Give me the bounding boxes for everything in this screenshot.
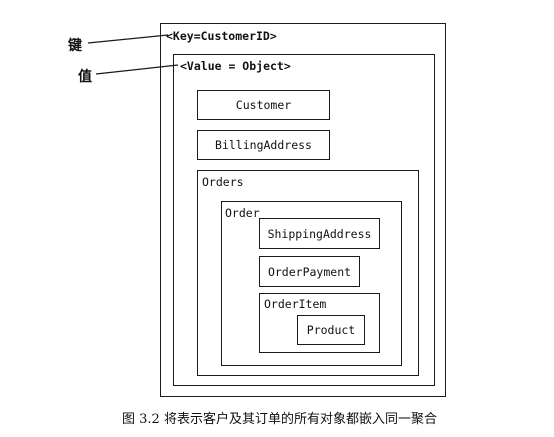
order-payment-label: OrderPayment [267,265,352,279]
orders-label: Orders [202,175,244,189]
figure-caption: 图 3.2 将表示客户及其订单的所有对象都嵌入同一聚合 [122,412,437,427]
key-pointer-line [87,34,169,44]
value-frame [173,54,435,386]
order-payment-box: OrderPayment [259,256,360,287]
value-header: <Value = Object> [180,59,291,73]
order-item-box [259,293,380,353]
product-label: Product [306,323,356,337]
aggregate-frame [160,23,446,397]
billing-address-label: BillingAddress [215,138,312,152]
key-header: <Key=CustomerID> [166,29,277,43]
value-pointer-line [95,64,179,75]
customer-box: Customer [197,90,330,120]
order-label: Order [225,206,260,220]
value-annotation: 值 [78,69,92,85]
shipping-address-box: ShippingAddress [259,218,380,249]
product-box: Product [297,315,365,345]
billing-address-box: BillingAddress [197,130,330,160]
shipping-address-label: ShippingAddress [267,227,372,241]
customer-label: Customer [235,98,292,112]
orders-box [197,170,419,376]
key-annotation: 键 [68,38,82,54]
order-box [221,201,402,366]
order-item-label: OrderItem [264,297,327,311]
